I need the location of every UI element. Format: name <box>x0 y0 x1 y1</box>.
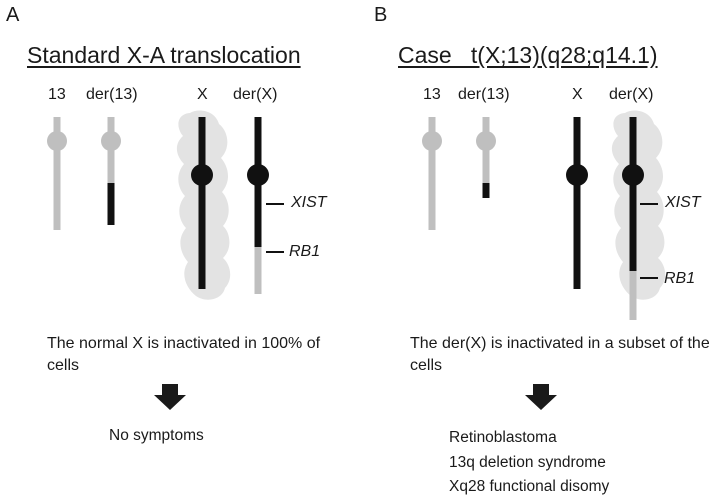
panel-b-down-arrow <box>525 384 557 410</box>
panel-a-label-derx: der(X) <box>233 86 278 103</box>
panel-b-note: The der(X) is inactivated in a subset of… <box>410 335 709 374</box>
panel-a-chromosome-der13 <box>101 117 121 225</box>
panel-a-label-13: 13 <box>48 86 66 103</box>
panel-b-outcome-3: Xq28 functional disomy <box>449 478 610 495</box>
panel-b-label-der13: der(13) <box>458 86 510 103</box>
panel-b-xist-label: XIST <box>665 194 701 211</box>
panel-a-title: Standard X-A translocation <box>27 42 301 68</box>
panel-a-chromosome-13 <box>47 117 67 230</box>
panel-a-rb1-label: RB1 <box>289 243 321 260</box>
panel-b-title: Case t(X;13)(q28;q14.1) <box>398 42 658 68</box>
panel-a-label-x: X <box>197 86 208 103</box>
panel-b-outcome-2: 13q deletion syndrome <box>449 454 606 471</box>
panel-a-label-der13: der(13) <box>86 86 138 103</box>
panel-a-note: The normal X is inactivated in 100% of c… <box>47 335 321 374</box>
panel-b-outcome-1: Retinoblastoma <box>449 429 557 446</box>
panel-b-letter: B <box>374 4 388 26</box>
panel-a-outcome: No symptoms <box>109 427 204 444</box>
panel-b-chromosome-derx <box>622 117 644 320</box>
panel-b-chromosome-der13 <box>476 117 496 198</box>
panel-a-chromosome-derx <box>247 117 269 294</box>
panel-a-letter: A <box>6 4 20 26</box>
panel-b-inactivation-cloud <box>611 110 666 300</box>
panel-b-rb1-label: RB1 <box>664 270 696 287</box>
panel-b-label-13: 13 <box>423 86 441 103</box>
panel-a-chromosome-x <box>191 117 213 289</box>
panel-a-xist-label: XIST <box>291 194 327 211</box>
panel-b-label-derx: der(X) <box>609 86 654 103</box>
panel-a-down-arrow <box>154 384 186 410</box>
panel-b-chromosome-x <box>566 117 588 289</box>
panel-b-chromosome-13 <box>422 117 442 230</box>
panel-b-label-x: X <box>572 86 583 103</box>
